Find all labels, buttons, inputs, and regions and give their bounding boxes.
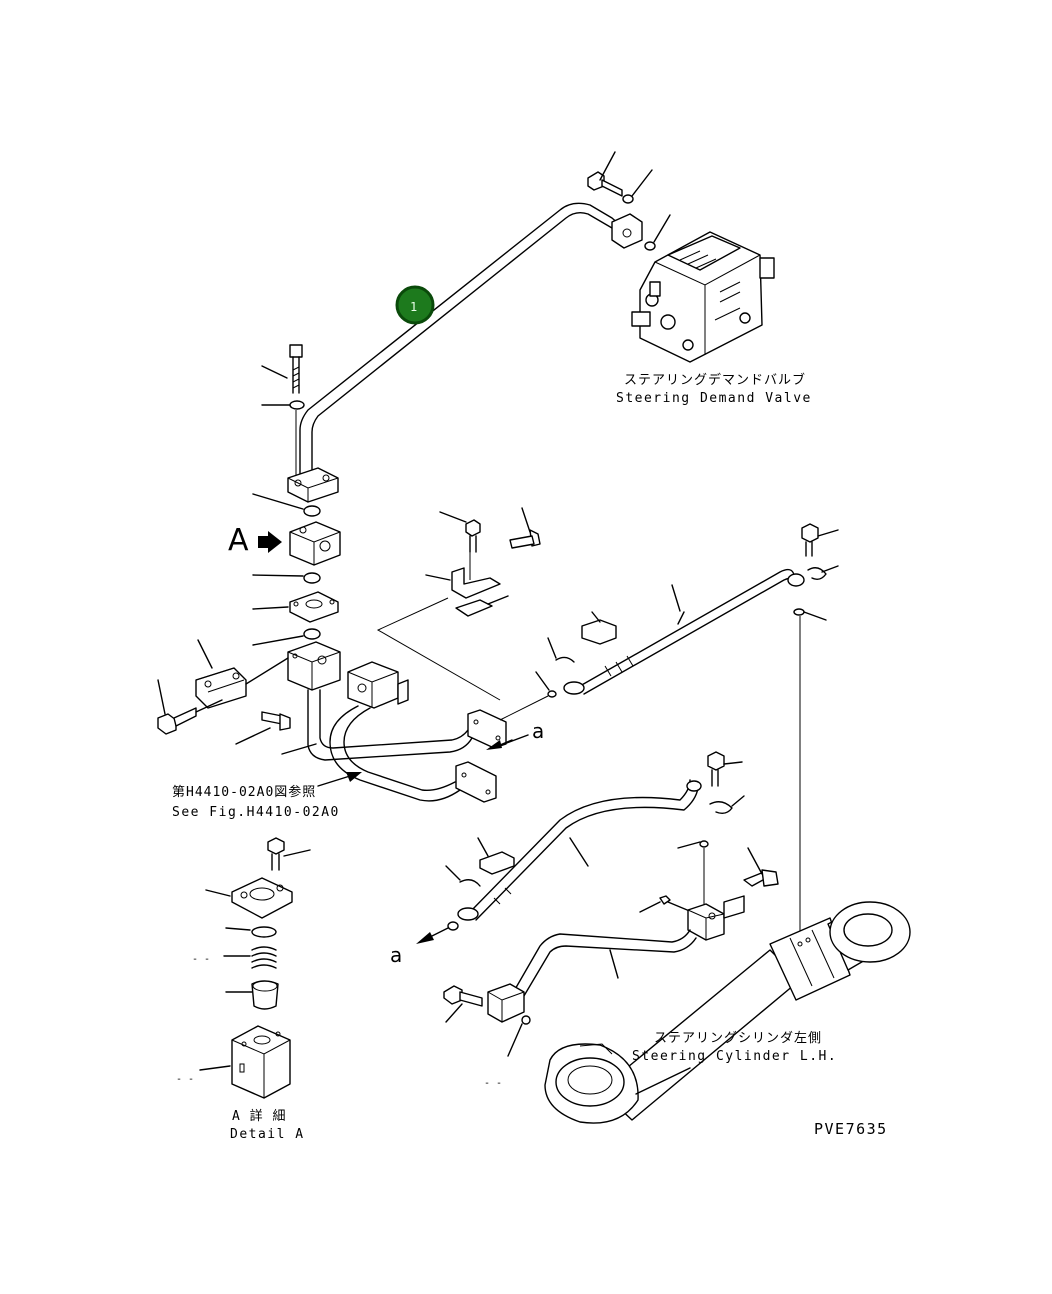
hose-bolt-3[interactable] bbox=[477, 837, 515, 875]
detail-a-cover[interactable] bbox=[205, 877, 293, 919]
detail-a-o-ring[interactable] bbox=[225, 926, 277, 938]
detail-a-spring[interactable] bbox=[223, 946, 277, 969]
cylinder-pipe-block[interactable] bbox=[487, 983, 525, 1023]
steering-cylinder-label-en: Steering Cylinder L.H. bbox=[632, 1049, 837, 1064]
bracket-bolt-1[interactable] bbox=[439, 511, 481, 553]
hose-clamp-1[interactable] bbox=[547, 637, 575, 663]
connect-a-upper-label: a bbox=[532, 719, 544, 743]
o-ring-hose-2[interactable] bbox=[793, 608, 827, 621]
o-ring-1[interactable] bbox=[252, 493, 321, 517]
bracket-bolt-4[interactable] bbox=[235, 711, 291, 745]
bracket-plate[interactable] bbox=[455, 595, 509, 617]
support-bracket[interactable] bbox=[195, 639, 289, 709]
steel-pipe-lower[interactable] bbox=[329, 705, 461, 802]
small-bolt[interactable] bbox=[639, 895, 693, 913]
detail-a-label-en: Detail A bbox=[230, 1127, 305, 1142]
connect-arrow-lower bbox=[416, 927, 449, 944]
pipe-flange-a-upper[interactable] bbox=[467, 709, 507, 749]
view-a-arrow bbox=[258, 531, 282, 553]
valve-block[interactable] bbox=[289, 521, 341, 566]
steering-cylinder[interactable] bbox=[544, 901, 911, 1124]
hose-bolt-1[interactable] bbox=[581, 611, 617, 645]
hose-bolt-4[interactable] bbox=[743, 847, 779, 887]
dash-note-2: - - bbox=[176, 1074, 194, 1085]
see-fig-label-ja: 第H4410-02A0図参照 bbox=[172, 784, 316, 800]
dash-note-3: - - bbox=[484, 1078, 502, 1089]
valve-flange[interactable] bbox=[611, 213, 643, 249]
pipe-flange-upper[interactable] bbox=[287, 467, 339, 503]
detail-a-label-ja: A 詳 細 bbox=[232, 1108, 286, 1124]
o-ring-3[interactable] bbox=[252, 628, 321, 646]
cylinder-pipe-bolt[interactable] bbox=[443, 985, 483, 1023]
top-bolt-right[interactable] bbox=[801, 523, 839, 557]
detail-a-body[interactable] bbox=[199, 1025, 291, 1099]
pipe-block-right[interactable] bbox=[347, 661, 409, 709]
o-ring-hose-3[interactable] bbox=[447, 921, 459, 931]
cylinder-pipe[interactable] bbox=[509, 929, 697, 1007]
steering-demand-valve-label-ja: ステアリングデマンドバルブ bbox=[624, 372, 806, 388]
o-ring-hose-1[interactable] bbox=[499, 671, 557, 721]
see-fig-arrow bbox=[317, 772, 362, 787]
steering-demand-valve-label-en: Steering Demand Valve bbox=[616, 391, 812, 406]
connect-arrow-upper bbox=[486, 734, 529, 750]
o-ring-hose-4[interactable] bbox=[677, 840, 709, 910]
pipe-flange-a-lower[interactable] bbox=[455, 761, 497, 803]
bracket-bolt-3[interactable] bbox=[157, 679, 223, 735]
upper-bolt[interactable] bbox=[261, 344, 303, 394]
hose-clamp-2[interactable] bbox=[807, 565, 839, 581]
main-steering-pipe[interactable] bbox=[299, 202, 621, 476]
bracket[interactable] bbox=[425, 552, 501, 599]
steering-demand-valve[interactable] bbox=[631, 231, 775, 363]
hose-bolt-2[interactable] bbox=[707, 751, 743, 787]
hose-clamp-4[interactable] bbox=[445, 865, 481, 887]
cylinder-block[interactable] bbox=[687, 895, 745, 941]
bracket-bolt-2[interactable] bbox=[509, 507, 541, 549]
hose-clamp-3[interactable] bbox=[709, 795, 745, 815]
figure-id: PVE7635 bbox=[814, 1120, 888, 1138]
detail-a-bolt[interactable] bbox=[267, 837, 311, 871]
connect-a-lower-label: a bbox=[390, 943, 402, 967]
upper-washer[interactable] bbox=[261, 400, 305, 410]
valve-o-ring[interactable] bbox=[644, 214, 671, 251]
hose-upper-right[interactable] bbox=[563, 568, 805, 695]
view-a-label: A bbox=[228, 523, 249, 558]
guide-line-2 bbox=[376, 597, 501, 701]
valve-washer[interactable] bbox=[622, 169, 653, 204]
o-ring-2[interactable] bbox=[252, 572, 321, 584]
dash-note-1: - - bbox=[192, 954, 210, 965]
detail-a-piston[interactable] bbox=[225, 980, 279, 1010]
see-fig-label-en: See Fig.H4410-02A0 bbox=[172, 805, 340, 820]
callout-1-number: 1 bbox=[410, 300, 417, 314]
leader-pipe bbox=[281, 743, 317, 755]
split-flange[interactable] bbox=[252, 591, 339, 623]
hose-middle[interactable] bbox=[457, 779, 702, 921]
steel-pipe-upper[interactable] bbox=[307, 689, 473, 761]
callout-1[interactable]: 1 bbox=[395, 285, 435, 325]
valve-bolt[interactable] bbox=[587, 151, 623, 197]
steering-cylinder-label-ja: ステアリングシリンダ左側 bbox=[654, 1031, 822, 1046]
o-ring-cylinder[interactable] bbox=[507, 1015, 531, 1057]
pipe-block-left[interactable] bbox=[287, 641, 341, 691]
